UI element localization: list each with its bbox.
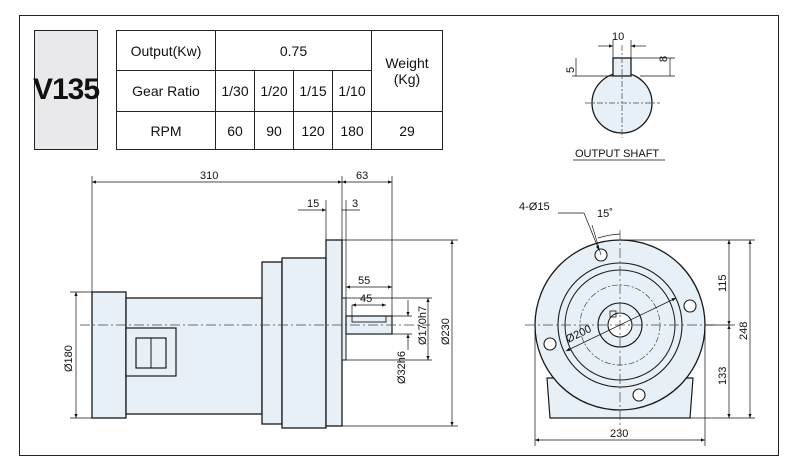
weight-label-line1: Weight bbox=[385, 55, 429, 71]
shaft-section-dim: 63 bbox=[356, 170, 368, 182]
weight-label-line2: (Kg) bbox=[393, 71, 421, 87]
flange-dia-dim: Ø230 bbox=[440, 318, 452, 345]
flange-dim: 15 bbox=[307, 198, 319, 210]
holes-dim: 4-Ø15 bbox=[519, 201, 550, 213]
lower-height-dim: 133 bbox=[717, 367, 729, 385]
key-length-dim: 45 bbox=[360, 293, 372, 305]
upper-height-dim: 115 bbox=[717, 274, 729, 292]
model-text: V135 bbox=[32, 73, 100, 106]
shaft-dia-dim: Ø32h6 bbox=[396, 351, 408, 384]
motor-dia-dim: Ø180 bbox=[63, 345, 75, 372]
weight-value: 29 bbox=[371, 111, 443, 150]
gear-housing bbox=[261, 261, 283, 425]
spigot-dia-dim: Ø170h7 bbox=[417, 306, 429, 345]
model-label: V135 bbox=[32, 30, 100, 150]
shaft-caption: OUTPUT SHAFT bbox=[575, 148, 659, 160]
bolt-hole bbox=[543, 337, 557, 351]
flange bbox=[325, 239, 343, 427]
output-label: Output(Kw) bbox=[116, 30, 216, 71]
bolt-hole bbox=[632, 388, 646, 402]
front-width-dim: 230 bbox=[610, 428, 628, 440]
output-shaft-view: 10 5 8 OUTPUT SHAFT bbox=[565, 31, 675, 161]
total-height-dim: 248 bbox=[738, 322, 750, 340]
rpm-cell: 180 bbox=[332, 111, 372, 150]
front-view: Ø200 4-Ø15 15˚ 115 133 248 230 bbox=[519, 201, 755, 446]
output-value: 0.75 bbox=[215, 30, 372, 71]
gear-ratio-cell: 1/30 bbox=[215, 70, 255, 112]
weight-label: Weight (Kg) bbox=[371, 30, 443, 112]
rpm-label: RPM bbox=[116, 111, 216, 150]
bolt-hole bbox=[683, 299, 697, 313]
gap-dim: 3 bbox=[352, 198, 358, 210]
fan-cover bbox=[91, 291, 127, 419]
drawing-frame bbox=[19, 15, 779, 456]
angle-dim: 15˚ bbox=[597, 208, 613, 220]
shaft-width-dim: 10 bbox=[612, 31, 624, 43]
spec-table: Output(Kw) 0.75 Weight (Kg) Gear Ratio 1… bbox=[116, 30, 443, 150]
gear-ratio-cell: 1/10 bbox=[332, 70, 372, 112]
shaft-key-depth-dim: 8 bbox=[658, 56, 670, 62]
side-length-dim: 310 bbox=[200, 170, 218, 182]
shaft-length-dim: 55 bbox=[358, 275, 370, 287]
shaft-key-height-dim: 5 bbox=[565, 67, 577, 73]
side-view: 310 63 15 3 55 45 Ø180 Ø32h6 Ø170h7 bbox=[63, 170, 458, 429]
rpm-cell: 90 bbox=[254, 111, 294, 150]
